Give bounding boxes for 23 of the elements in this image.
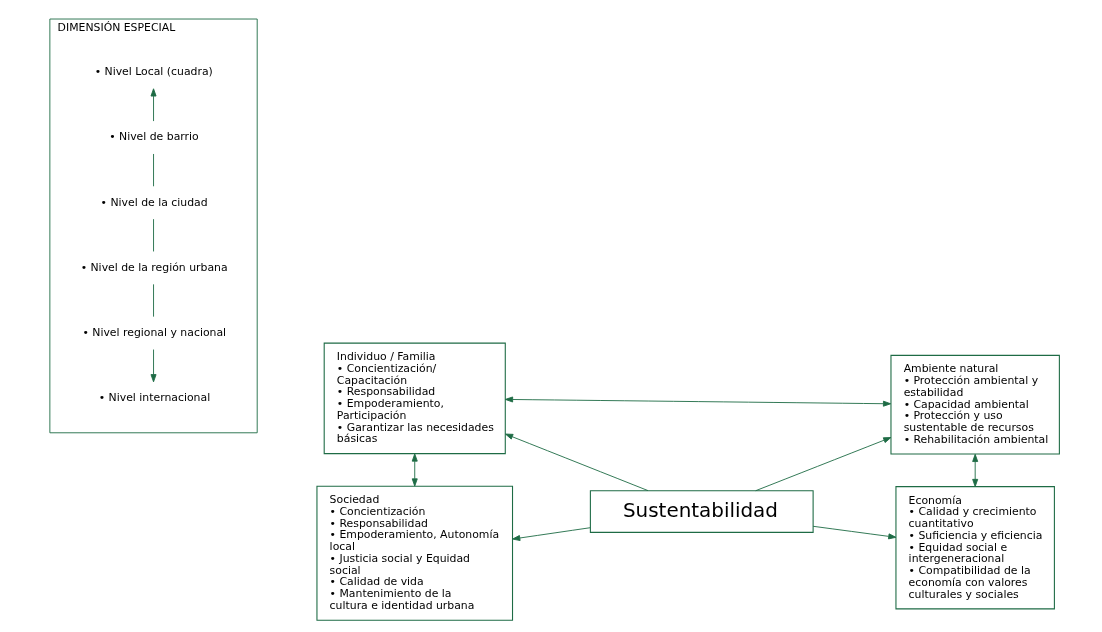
arrow	[504, 396, 892, 407]
node-text: • Nivel de la región urbana	[80, 260, 228, 274]
connector	[153, 218, 154, 252]
connector	[153, 153, 154, 187]
arrow	[812, 525, 897, 540]
node-box: Sustentabilidad	[589, 490, 814, 533]
node-text: • Nivel internacional	[98, 391, 211, 405]
node-text: • Nivel Local (cuadra)	[94, 65, 213, 79]
node-text: • Nivel de la ciudad	[100, 195, 208, 209]
arrow	[411, 453, 418, 487]
node-text: • Nivel regional y nacional	[82, 326, 227, 340]
node-box: Individuo / Familia • Concientización/ Capacitación • Responsabilidad • Empoderamiento, Participación • Garantizar las necesidades básicas	[323, 342, 506, 455]
node-box: Ambiente natural • Protección ambiental y estabilidad • Capacidad ambiental • Protección y uso sustentable de recursos • Rehabilitación ambiental	[890, 354, 1060, 455]
arrow	[150, 88, 157, 122]
arrow	[505, 433, 649, 492]
node-box: Economía • Calidad y crecimiento cuantitativo • Suficiencia y eficiencia • Equidad social e intergeneracional • Compatibilidad de la economía con valores culturales y sociales	[895, 486, 1055, 610]
arrow	[972, 453, 979, 488]
arrow	[150, 349, 157, 383]
node-box: Sociedad • Concientización • Responsabilidad • Empoderamiento, Autonomía local • Justicia social y Equidad social • Calidad de vida • Mantenimiento de la cultura e identidad urbana	[316, 485, 514, 621]
arrow	[512, 527, 591, 541]
node-text: • Nivel de barrio	[109, 130, 199, 144]
arrow	[755, 437, 892, 492]
connector	[153, 283, 154, 318]
